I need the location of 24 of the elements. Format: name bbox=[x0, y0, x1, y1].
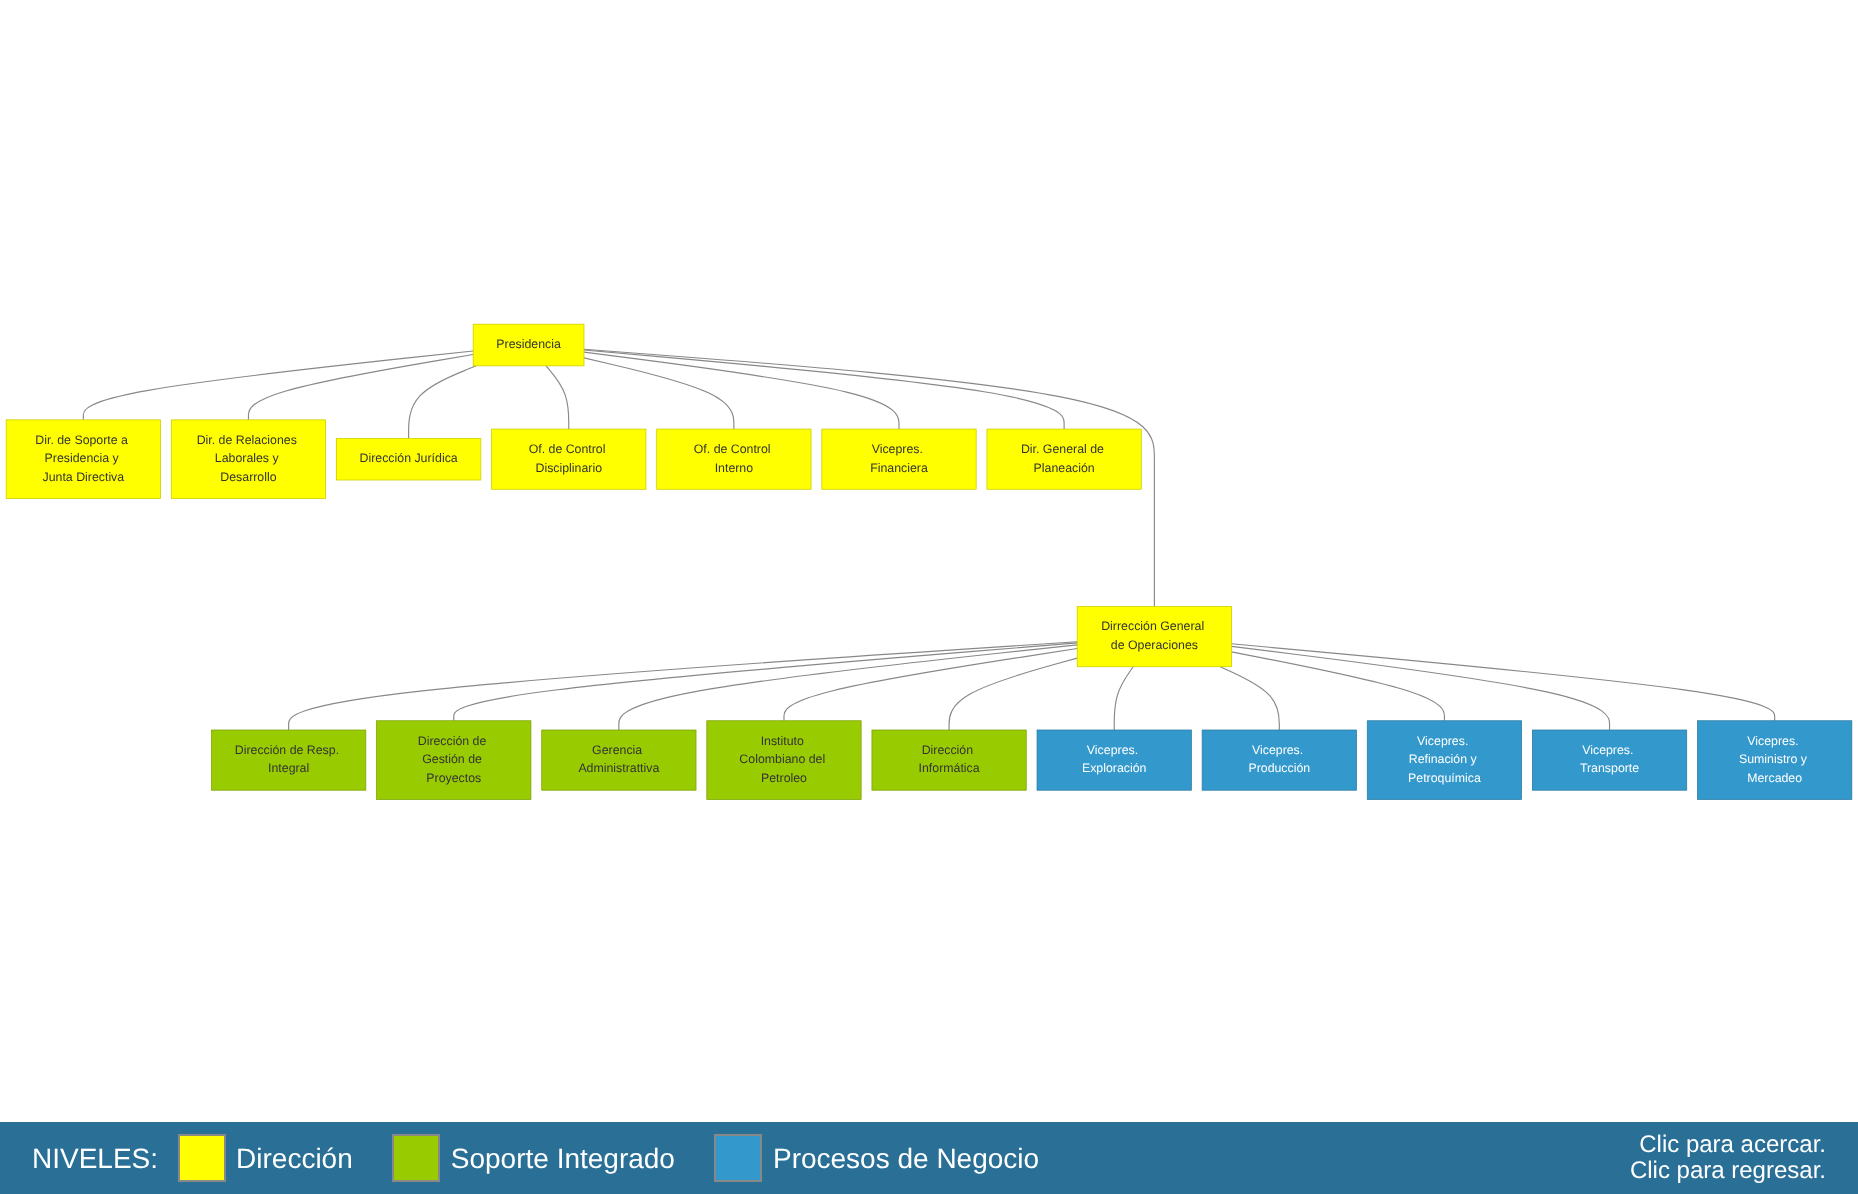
connector bbox=[453, 641, 1078, 721]
connector bbox=[545, 364, 570, 429]
connector bbox=[408, 364, 477, 439]
legend-text: Dirección bbox=[236, 1142, 353, 1174]
connector bbox=[1219, 665, 1280, 730]
connector bbox=[247, 353, 474, 420]
legend-text: Soporte Integrado bbox=[450, 1142, 675, 1174]
hint-text: Clic para acercar. bbox=[1637, 1132, 1826, 1158]
connector bbox=[1230, 642, 1776, 721]
connector bbox=[583, 356, 735, 429]
legend-heading: NIVELES: bbox=[32, 1142, 159, 1174]
connector bbox=[783, 647, 1078, 721]
connector bbox=[288, 640, 1078, 730]
connector bbox=[82, 349, 474, 420]
connector bbox=[1230, 650, 1445, 721]
connector bbox=[1113, 665, 1134, 730]
connector bbox=[1230, 644, 1611, 730]
legend-text: Procesos de Negocio bbox=[772, 1142, 1040, 1174]
connector bbox=[618, 643, 1078, 730]
connector bbox=[583, 350, 900, 429]
hint-text: Clic para regresar. bbox=[1629, 1158, 1826, 1184]
connector bbox=[948, 656, 1078, 730]
connector bbox=[583, 348, 1065, 429]
connector bbox=[583, 347, 1155, 607]
